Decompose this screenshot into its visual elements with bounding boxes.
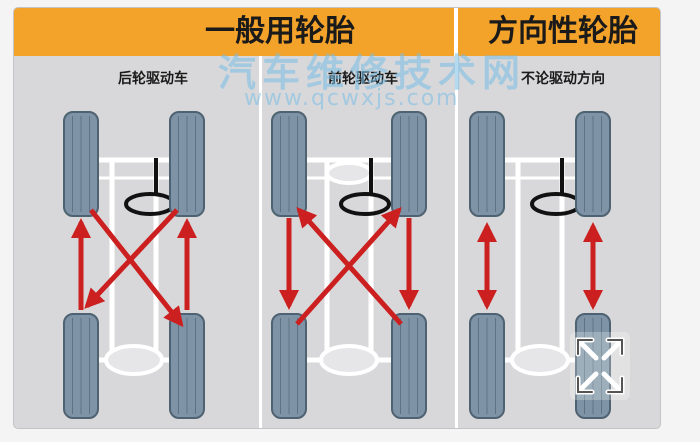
tire-rotation-diagram bbox=[63, 111, 611, 419]
panel-divider bbox=[455, 56, 458, 428]
expand-icon[interactable] bbox=[568, 330, 632, 402]
header-general-tires: 一般用轮胎 bbox=[205, 14, 355, 49]
arrow-front-left-to-rear-right bbox=[89, 208, 184, 328]
differential bbox=[104, 344, 164, 376]
panel-label-front-wheel-drive: 前轮驱动车 bbox=[328, 71, 398, 87]
panel-label-any-drive: 不论驱动方向 bbox=[521, 71, 605, 87]
arrow-rear-right-to-front-left bbox=[296, 207, 403, 326]
differential bbox=[319, 344, 379, 376]
header-divider bbox=[454, 8, 458, 56]
header-band bbox=[14, 8, 660, 56]
arrow-front-right-to-rear-left bbox=[84, 208, 179, 309]
steering-wheel-icon bbox=[530, 192, 582, 216]
steering-wheel-icon bbox=[339, 192, 391, 216]
differential bbox=[510, 344, 570, 376]
header-directional-tires: 方向性轮胎 bbox=[488, 14, 638, 49]
figure-frame: 一般用轮胎 方向性轮胎 后轮驱动车 前轮驱动车 不论驱动方向 bbox=[14, 8, 660, 428]
front-differential bbox=[325, 161, 373, 185]
steering-wheel-icon bbox=[124, 192, 176, 216]
panel-label-rear-wheel-drive: 后轮驱动车 bbox=[118, 71, 188, 87]
panel-divider bbox=[259, 56, 262, 428]
